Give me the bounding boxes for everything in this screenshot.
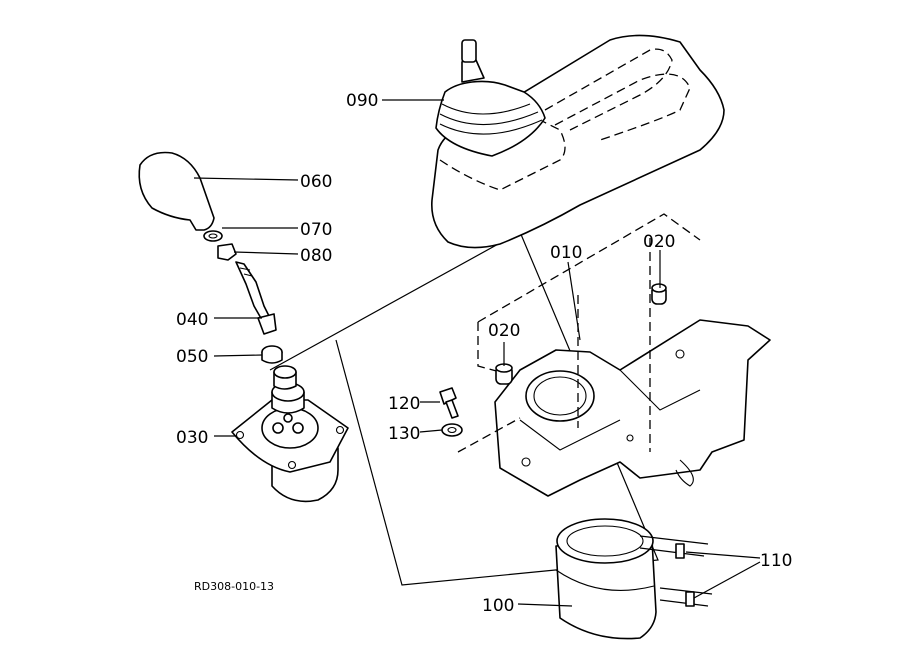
label-080: 080 bbox=[300, 246, 332, 266]
label-100: 100 bbox=[482, 596, 514, 616]
clamps-110 bbox=[639, 535, 713, 607]
console-cover bbox=[431, 34, 725, 249]
drawing-code: RD308-010-13 bbox=[194, 580, 274, 593]
nut-080 bbox=[217, 243, 237, 261]
shift-lever bbox=[235, 261, 277, 335]
reference-frames bbox=[457, 213, 701, 453]
label-110: 110 bbox=[760, 551, 792, 571]
rubber-boot bbox=[435, 39, 546, 157]
assembly-outline bbox=[269, 231, 659, 586]
cushion-020-left bbox=[495, 363, 513, 385]
label-050: 050 bbox=[176, 347, 208, 367]
bracket-010 bbox=[494, 319, 771, 497]
label-020-right: 020 bbox=[643, 232, 675, 252]
bolt-120 bbox=[439, 387, 459, 419]
shift-knob bbox=[138, 151, 215, 231]
label-090: 090 bbox=[346, 91, 378, 111]
label-020-left: 020 bbox=[488, 321, 520, 341]
label-030: 030 bbox=[176, 428, 208, 448]
nut-050 bbox=[261, 345, 283, 364]
label-010: 010 bbox=[550, 243, 582, 263]
label-040: 040 bbox=[176, 310, 208, 330]
sleeve-100 bbox=[555, 518, 657, 640]
washer-130 bbox=[441, 423, 463, 437]
lever-unit bbox=[231, 365, 349, 503]
leader-lines bbox=[193, 99, 761, 607]
label-130: 130 bbox=[388, 424, 420, 444]
label-060: 060 bbox=[300, 172, 332, 192]
label-120: 120 bbox=[388, 394, 420, 414]
label-070: 070 bbox=[300, 220, 332, 240]
washer-070 bbox=[203, 230, 223, 242]
cushion-020-right bbox=[651, 283, 667, 305]
